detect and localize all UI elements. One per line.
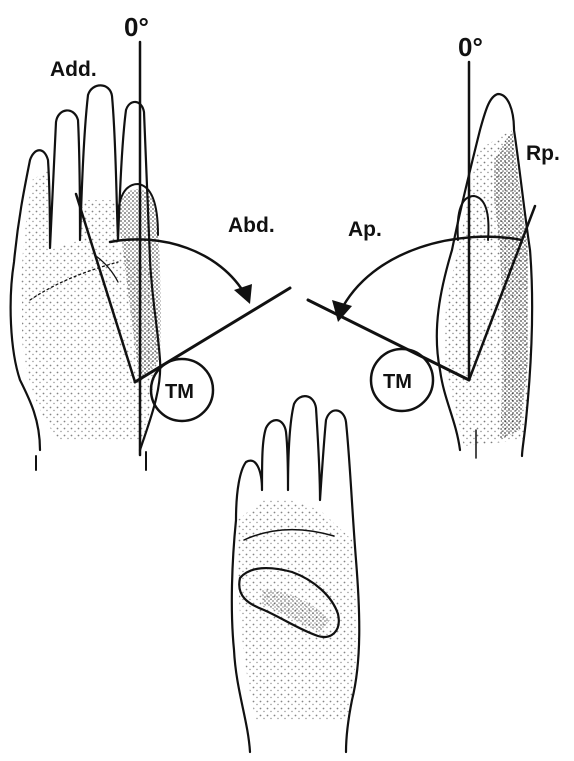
left-add-label: Add. [50,58,97,81]
left-arc-arrowhead [234,284,252,304]
left-wrist-line [36,452,146,470]
right-hand-figure [437,94,532,458]
right-zero-label: 0° [458,32,483,62]
left-abd-label: Abd. [228,214,275,237]
right-tm-label: TM [383,371,412,393]
bottom-hand-figure [232,396,359,752]
left-hand-figure [11,85,161,470]
right-ap-label: Ap. [348,218,382,241]
left-zero-label: 0° [124,12,149,42]
left-tm-label: TM [165,381,194,403]
right-rp-label: Rp. [526,142,560,165]
